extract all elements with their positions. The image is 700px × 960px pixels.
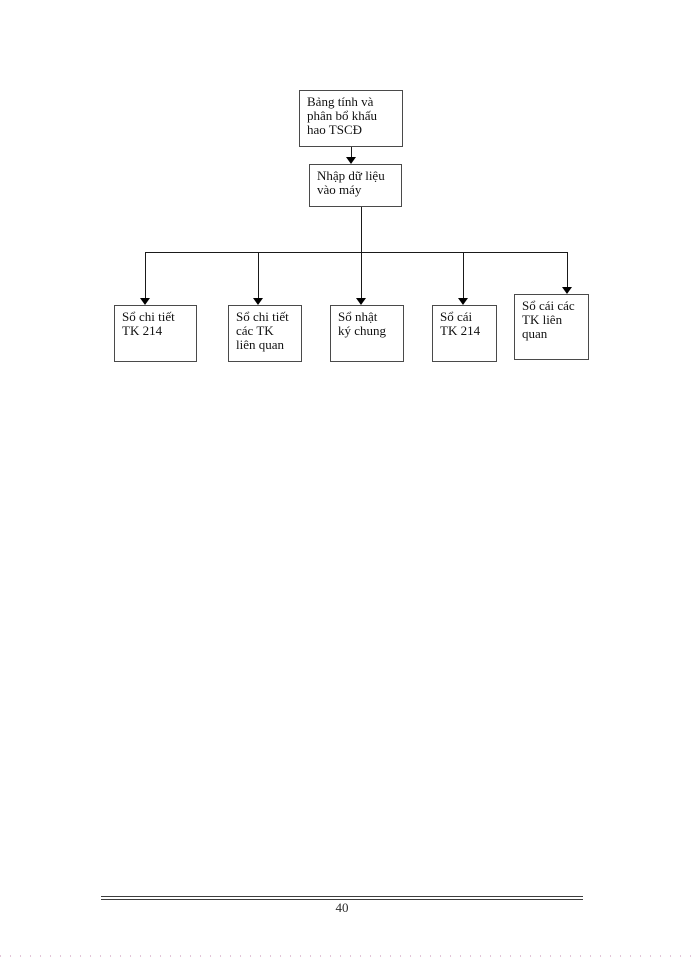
flow-box-so-cai-cac-tk-lien-quan: Sổ cái các TK liên quan [514,294,589,360]
flow-box-so-cai-tk-214: Sổ cái TK 214 [432,305,497,362]
arrowhead-branch-4-icon [458,298,468,305]
flow-box-bang-tinh-phan-bo-khau-hao: Bảng tính và phân bổ khấu hao TSCĐ [299,90,403,147]
arrowhead-branch-2-icon [253,298,263,305]
connector-input-stem [361,207,362,252]
connector-branch-1 [145,252,146,298]
connector-branch-4 [463,252,464,298]
flow-box-so-chi-tiet-cac-tk-lien-quan: Sổ chi tiết các TK liên quan [228,305,302,362]
connector-branch-2 [258,252,259,298]
arrowhead-branch-1-icon [140,298,150,305]
flow-box-so-nhat-ky-chung: Sổ nhật ký chung [330,305,404,362]
arrowhead-branch-3-icon [356,298,366,305]
footer-double-rule [101,896,583,900]
connector-branch-horizontal [145,252,568,253]
arrowhead-root-to-input-icon [346,157,356,164]
flow-box-nhap-du-lieu-vao-may: Nhập dữ liệu vào máy [309,164,402,207]
arrowhead-branch-5-icon [562,287,572,294]
flow-box-so-chi-tiet-tk-214: Sổ chi tiết TK 214 [114,305,197,362]
bottom-dotted-line [0,955,700,957]
connector-root-to-input [351,147,352,157]
page-number: 40 [335,900,349,915]
connector-branch-3 [361,252,362,298]
connector-branch-5 [567,252,568,287]
